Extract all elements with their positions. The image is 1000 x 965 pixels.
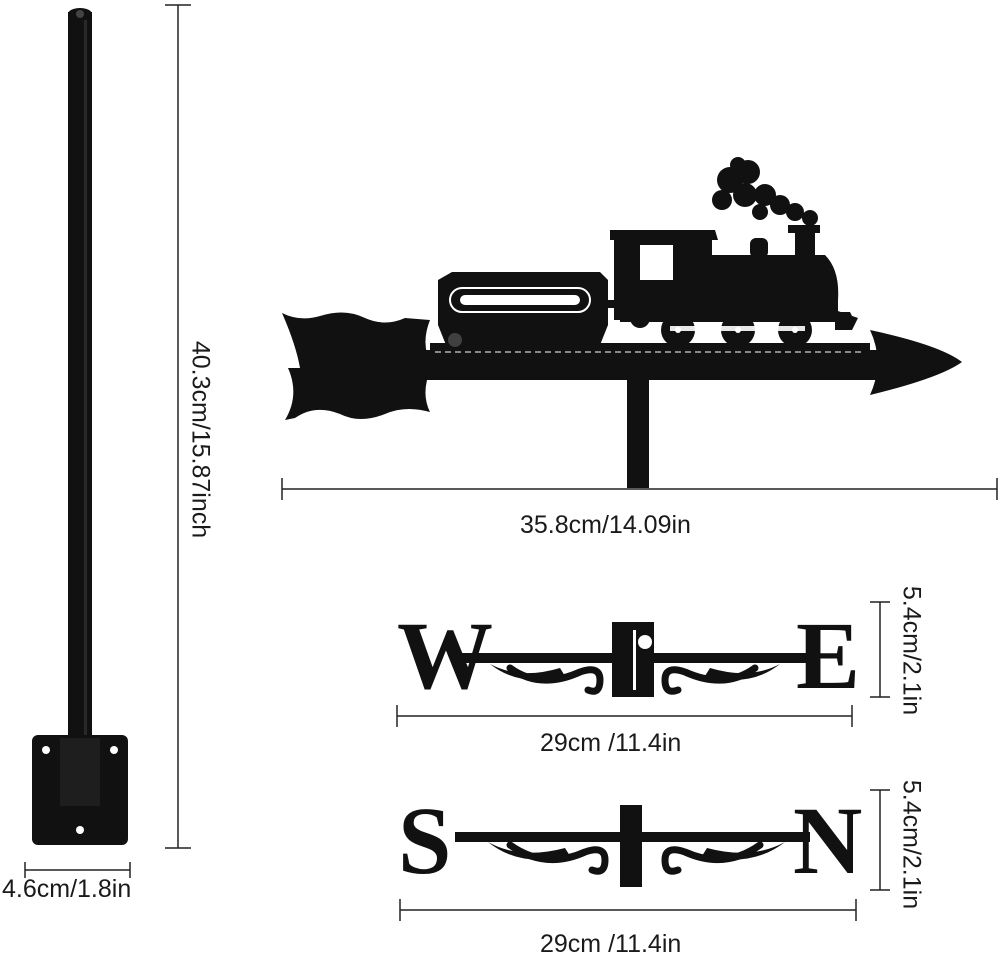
we-width-dimension (396, 705, 853, 727)
south-north-directional (455, 805, 810, 887)
sn-width-dimension (399, 899, 857, 921)
pole-height-label: 40.3cm/15.87inch (186, 340, 215, 539)
west-east-directional (460, 622, 810, 697)
base-width-dimension (24, 862, 131, 878)
compass-letter-east: E (796, 602, 860, 709)
pole-icon (68, 8, 92, 807)
arrow-icon (282, 312, 962, 488)
vane-width-label: 35.8cm/14.09in (520, 511, 691, 539)
mounting-plate-icon (32, 735, 128, 845)
we-width-label: 29cm /11.4in (540, 729, 682, 757)
sn-height-label: 5.4cm/2.1in (897, 779, 926, 910)
pole-height-dimension (165, 4, 191, 849)
sn-width-label: 29cm /11.4in (540, 930, 682, 958)
train-icon (438, 157, 858, 347)
compass-letter-south: S (398, 787, 451, 894)
compass-letter-west: W (397, 602, 493, 709)
base-width-label: 4.6cm/1.8in (2, 875, 132, 903)
compass-letter-north: N (793, 787, 862, 894)
vane-width-dimension (281, 478, 998, 500)
we-height-label: 5.4cm/2.1in (897, 585, 926, 716)
we-height-dimension (870, 601, 890, 698)
sn-height-dimension (870, 789, 890, 891)
